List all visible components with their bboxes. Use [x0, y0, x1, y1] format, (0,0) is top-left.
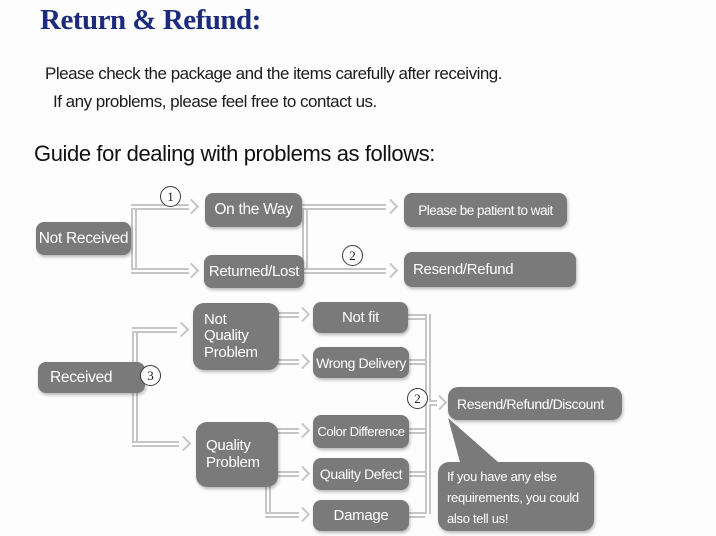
step-badge-2b: 2	[407, 388, 428, 409]
connector-line	[408, 471, 425, 477]
arrow-right-icon	[294, 506, 311, 523]
node-please-be-patient: Please be patient to wait	[404, 193, 567, 227]
arrow-right-icon	[294, 465, 311, 482]
arrow-right-icon	[294, 306, 311, 323]
connector-line	[408, 428, 425, 434]
arrow-right-icon	[382, 262, 399, 279]
speech-bubble-tail	[448, 418, 498, 462]
connector-line	[265, 428, 299, 434]
connector-line	[265, 359, 299, 365]
connector-line	[408, 512, 425, 518]
step-badge-2: 2	[342, 245, 363, 266]
node-resend-refund: Resend/Refund	[404, 252, 576, 287]
arrow-right-icon	[175, 435, 192, 452]
node-quality-defect: Quality Defect	[313, 458, 409, 490]
arrow-right-icon	[294, 422, 311, 439]
arrow-right-icon	[173, 321, 190, 338]
node-damage: Damage	[313, 500, 409, 531]
connector-line	[131, 204, 137, 268]
connector-line	[265, 312, 299, 318]
connector-line	[407, 314, 425, 320]
connector-line	[265, 471, 299, 477]
intro-line-1: Please check the package and the items c…	[45, 64, 503, 83]
arrow-right-icon	[431, 394, 448, 411]
node-resend-refund-discount: Resend/Refund/Discount	[448, 387, 622, 420]
arrow-right-icon	[183, 262, 200, 279]
intro-line-2: If any problems, please feel free to con…	[53, 92, 377, 111]
arrow-right-icon	[183, 198, 200, 215]
node-color-difference: Color Difference	[313, 415, 409, 448]
connector-line	[302, 204, 308, 268]
connector-line	[131, 268, 189, 274]
node-quality-problem: Quality Problem	[196, 422, 278, 487]
connector-line	[302, 268, 386, 274]
node-received: Received	[38, 362, 145, 393]
connector-line	[429, 400, 437, 406]
connector-line	[132, 441, 179, 447]
connector-line	[302, 204, 386, 210]
connector-line	[425, 314, 431, 514]
page-title: Return & Refund:	[40, 4, 261, 36]
connector-line	[265, 512, 299, 518]
node-on-the-way: On the Way	[205, 193, 302, 227]
guide-heading: Guide for dealing with problems as follo…	[34, 141, 436, 166]
connector-line	[408, 359, 425, 365]
step-badge-1: 1	[160, 186, 181, 207]
speech-bubble: If you have any else requirements, you c…	[438, 462, 594, 531]
node-not-quality-problem: Not Quality Problem	[193, 303, 279, 370]
node-returned-lost: Returned/Lost	[204, 255, 304, 288]
arrow-right-icon	[382, 198, 399, 215]
node-wrong-delivery: Wrong Delivery	[313, 347, 409, 378]
step-badge-3: 3	[140, 365, 161, 386]
connector-line	[131, 204, 189, 210]
node-not-fit: Not fit	[313, 302, 408, 333]
arrow-right-icon	[294, 353, 311, 370]
connector-line	[132, 327, 177, 333]
node-not-received: Not Received	[36, 222, 131, 255]
